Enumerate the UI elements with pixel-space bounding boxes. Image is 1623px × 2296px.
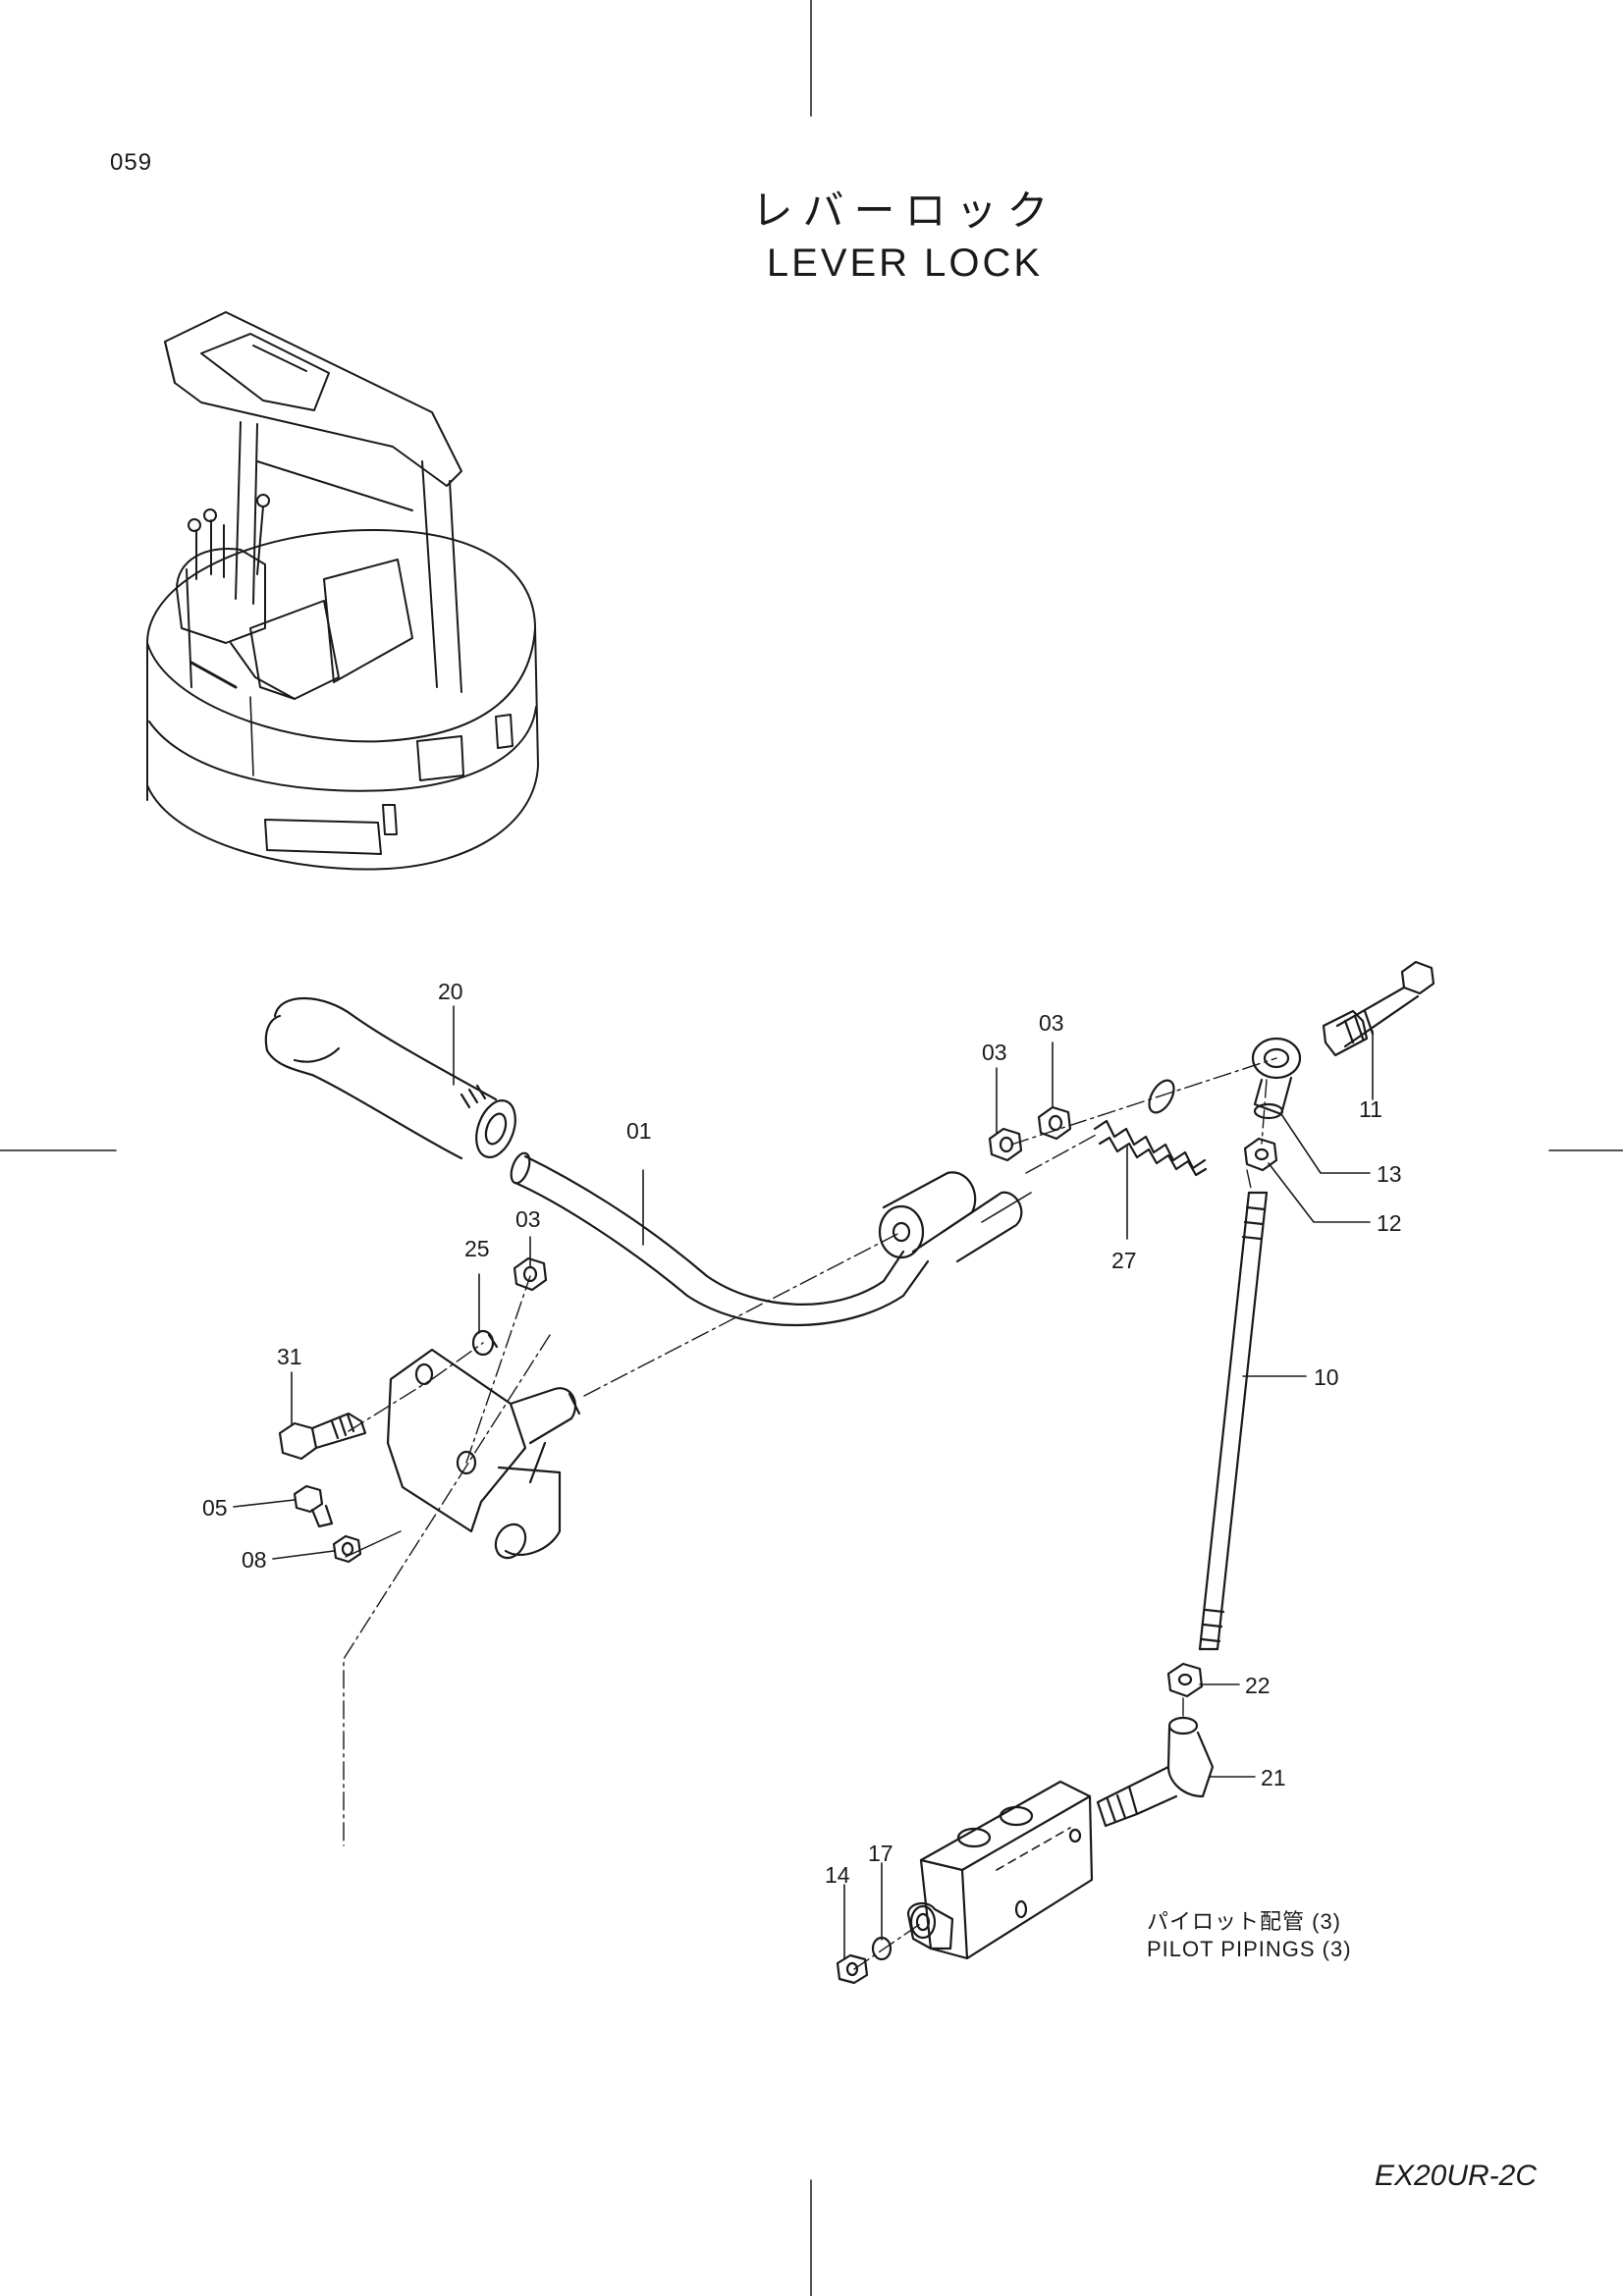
callout-03-a: 03 [982,1040,1007,1065]
valve-block [906,1780,1094,1960]
bracket [386,1348,581,1560]
pilot-pipings-en: PILOT PIPINGS (3) [1147,1937,1352,1961]
part-11-bolt [1322,960,1435,1057]
callout-21: 21 [1261,1765,1286,1790]
part-03-nut-bracket [513,1256,548,1292]
callout-03-c: 03 [515,1206,541,1232]
callout-08: 08 [242,1547,267,1573]
callout-14: 14 [825,1862,850,1888]
part-12-nut [1243,1137,1278,1172]
pilot-pipings-jp: パイロット配管 (3) [1147,1909,1342,1934]
callout-25: 25 [464,1236,490,1261]
part-21-elbow [1096,1716,1215,1828]
part-05-bolt [293,1484,334,1528]
part-10-rod [1198,1191,1269,1651]
part-17-washer [871,1936,893,1961]
part-01-lever-pipe [510,1151,1032,1327]
model-number: EX20UR-2C [1374,2160,1537,2192]
callout-22: 22 [1245,1673,1271,1698]
callout-17: 17 [868,1841,893,1866]
page-title: レバーロック LEVER LOCK [0,185,1623,289]
title-english: LEVER LOCK [766,241,1044,285]
machine-overview-sketch [146,311,539,871]
part-13-rod-end [1251,1037,1302,1120]
page-number: 059 [110,149,153,176]
part-27-spring [1093,1079,1208,1177]
part-22-nut [1166,1662,1204,1698]
callout-31: 31 [277,1344,302,1369]
callout-labels: 20 01 03 03 03 25 31 05 08 27 11 13 12 1… [202,979,1402,1888]
part-20-grip [264,996,516,1160]
callout-03-b: 03 [1039,1010,1064,1036]
assembly-axes [343,1057,1277,1970]
part-14-nut [836,1953,869,1985]
pilot-pipings-reference: パイロット配管 (3) PILOT PIPINGS (3) [1147,1908,1352,1963]
callout-05: 05 [202,1495,228,1521]
callout-20: 20 [438,979,463,1004]
leader-lines [233,1005,1374,1960]
callout-10: 10 [1314,1364,1339,1390]
callout-12: 12 [1377,1210,1402,1236]
part-08-nut [332,1534,362,1564]
part-31-bolt [278,1412,367,1461]
callout-13: 13 [1377,1161,1402,1187]
title-japanese: レバーロック [751,187,1058,235]
part-25-lock-washer [471,1329,499,1357]
callout-27: 27 [1111,1248,1137,1273]
part-03-nut-upper [988,1127,1023,1162]
callout-11: 11 [1359,1096,1382,1122]
callout-01: 01 [626,1118,652,1144]
